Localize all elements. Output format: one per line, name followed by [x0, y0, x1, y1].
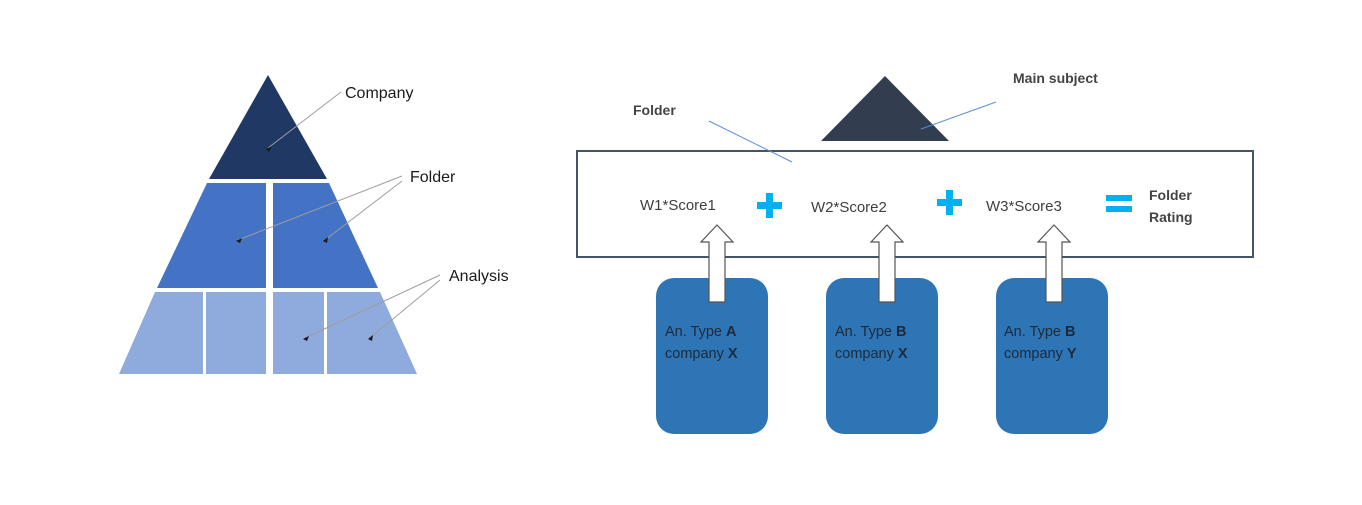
label-company: Company — [345, 85, 413, 102]
pyramid-tier-analysis-1 — [119, 292, 203, 374]
up-arrow-icon — [699, 224, 735, 303]
leader-folder-right — [324, 180, 403, 241]
label-folder: Folder — [410, 169, 456, 186]
analysis-box-3-line2: company Y — [1004, 346, 1077, 362]
up-arrow-icon — [1036, 224, 1072, 303]
label-main-subject: Main subject — [1013, 70, 1098, 86]
result-label-line2: Rating — [1149, 209, 1193, 225]
formula-term-2: W2*Score2 — [811, 199, 887, 216]
analysis-box-3-line1: An. Type B — [1004, 324, 1075, 340]
arrowhead-folder-left — [236, 238, 242, 243]
pyramid-leader-lines — [237, 91, 441, 339]
leader-main-subject — [920, 101, 997, 130]
leader-company — [267, 91, 342, 149]
leader-analysis-left — [304, 274, 441, 339]
leader-analysis-right — [369, 279, 441, 339]
up-arrow-icon — [869, 224, 905, 303]
analysis-box-2: An. Type B company X — [826, 278, 938, 434]
pyramid-tier-company — [209, 75, 327, 179]
equals-icon — [1106, 195, 1132, 212]
plus-icon — [757, 193, 782, 218]
analysis-box-2-line1: An. Type B — [835, 324, 906, 340]
leader-folder-frame — [708, 120, 793, 163]
label-folder-frame: Folder — [633, 102, 676, 118]
analysis-box-1-line1: An. Type A — [665, 324, 737, 340]
analysis-box-3: An. Type B company Y — [996, 278, 1108, 434]
pyramid-tier-folder-left — [157, 183, 266, 288]
analysis-box-1-shape — [656, 278, 768, 434]
right-diagram: Main subject Folder W1*Score1 W2*Score2 … — [576, 70, 1254, 434]
left-pyramid: Company Folder Analysis — [119, 75, 509, 374]
result-label-line1: Folder — [1149, 187, 1192, 203]
analysis-box-1-line2: company X — [665, 346, 738, 362]
arrowhead-analysis-left — [303, 336, 309, 341]
folder-frame — [576, 150, 1254, 258]
main-subject-triangle — [821, 76, 949, 141]
arrowhead-folder-right — [323, 237, 328, 243]
pyramid-tier-analysis-4 — [327, 292, 417, 374]
pyramid-tier-folder-right — [273, 183, 378, 288]
formula-term-1: W1*Score1 — [640, 197, 716, 214]
formula-term-3: W3*Score3 — [986, 198, 1062, 215]
leader-folder-left — [237, 175, 403, 241]
pyramid-tier-analysis-2 — [206, 292, 266, 374]
analysis-box-2-line2: company X — [835, 346, 908, 362]
pyramid-leader-arrowheads — [236, 146, 373, 341]
label-analysis: Analysis — [449, 268, 509, 285]
analysis-box-2-shape — [826, 278, 938, 434]
arrowhead-analysis-right — [368, 335, 373, 341]
analysis-box-3-shape — [996, 278, 1108, 434]
arrowhead-company — [266, 146, 272, 152]
plus-icon — [937, 190, 962, 215]
analysis-box-1: An. Type A company X — [656, 278, 768, 434]
